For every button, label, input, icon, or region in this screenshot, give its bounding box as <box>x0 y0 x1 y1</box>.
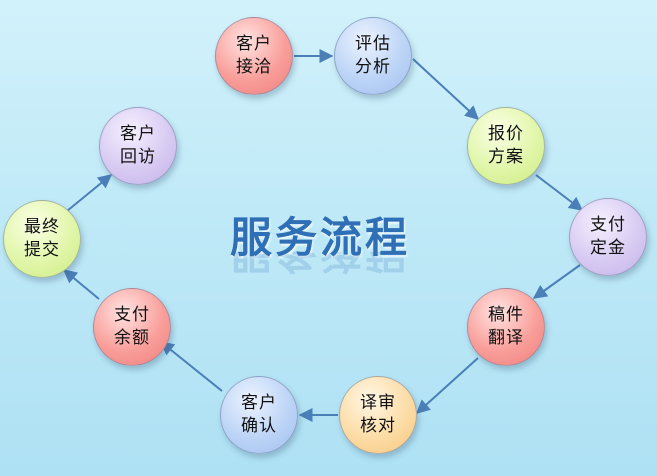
step-label-9: 最终提交 <box>24 217 60 260</box>
step-node-9: 最终提交 <box>3 200 81 278</box>
step-node-5: 稿件翻译 <box>467 288 545 366</box>
arrow-2-to-3 <box>412 58 480 120</box>
step-node-8: 支付余额 <box>93 288 171 366</box>
diagram-title: 服务流程 <box>229 213 410 262</box>
diagram-title-reflection: 服务流程 <box>200 252 440 276</box>
step-label-1: 客户接洽 <box>236 34 272 77</box>
arrow-4-to-5 <box>532 264 581 299</box>
arrow-3-to-4 <box>535 174 584 211</box>
step-label-10: 客户回访 <box>120 124 156 167</box>
step-label-8: 支付余额 <box>114 305 150 348</box>
arrow-9-to-10 <box>66 174 113 212</box>
step-node-1: 客户接洽 <box>215 17 293 95</box>
step-label-3: 报价方案 <box>488 124 524 167</box>
arrow-5-to-6 <box>415 357 479 414</box>
step-node-3: 报价方案 <box>467 107 545 185</box>
step-node-2: 评估分析 <box>334 17 412 95</box>
step-label-7: 客户确认 <box>241 393 277 436</box>
step-label-4: 支付定金 <box>590 215 626 258</box>
step-node-10: 客户回访 <box>99 107 177 185</box>
step-label-2: 评估分析 <box>355 34 391 77</box>
step-label-6: 译审核对 <box>360 393 396 436</box>
step-node-6: 译审核对 <box>339 376 417 454</box>
step-node-7: 客户确认 <box>220 376 298 454</box>
arrow-8-to-9 <box>62 269 100 300</box>
arrow-7-to-8 <box>159 341 223 392</box>
step-node-4: 支付定金 <box>569 198 647 276</box>
step-label-5: 稿件翻译 <box>488 305 524 348</box>
